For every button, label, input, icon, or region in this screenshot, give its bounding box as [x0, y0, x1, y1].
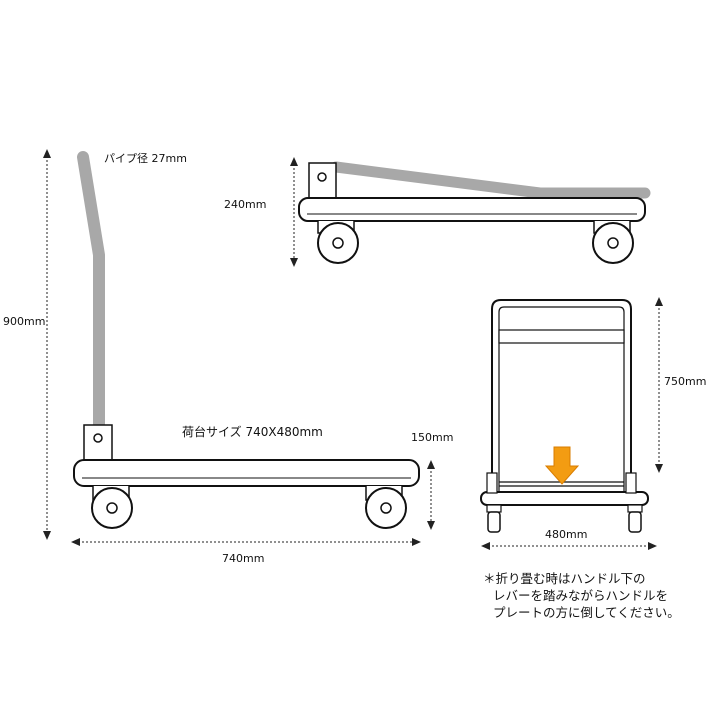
- deck-size-label: 荷台サイズ 740X480mm: [182, 424, 323, 439]
- dim-arrow-down: [655, 464, 663, 473]
- rear-width-label: 480mm: [545, 528, 587, 541]
- folded-bracket: [308, 162, 337, 199]
- rear-view: 750mm 480mm: [480, 297, 706, 550]
- rear-height-label: 750mm: [664, 375, 706, 388]
- pipe-diameter-label: パイプ径 27mm: [104, 152, 187, 165]
- folded-height-label: 240mm: [224, 198, 266, 211]
- dim-arrow-down: [43, 531, 51, 540]
- rear-right-wheel-mount: [627, 504, 643, 513]
- rear-left-bracket: [486, 472, 498, 494]
- dim-arrow-left: [481, 542, 490, 550]
- rear-handle-inner: [498, 306, 625, 497]
- rear-left-wheel-mount: [486, 504, 502, 513]
- rear-right-wheel: [628, 511, 642, 533]
- rear-left-wheel: [487, 511, 501, 533]
- dim-arrow-right: [648, 542, 657, 550]
- note-line-2: レバーを踏みながらハンドルを: [493, 588, 669, 603]
- rear-right-bracket: [625, 472, 637, 494]
- deck-height-label: 150mm: [411, 431, 453, 444]
- dim-arrow-down: [290, 258, 298, 267]
- folded-handle-pipe: [330, 161, 651, 199]
- rear-deck: [480, 491, 649, 506]
- folded-deck: [298, 197, 646, 222]
- overall-length-label: 740mm: [222, 552, 264, 565]
- dim-arrow-up: [43, 149, 51, 158]
- dim-arrow-down: [427, 521, 435, 530]
- dim-arrow-up: [427, 460, 435, 469]
- right-caster: [365, 486, 407, 529]
- folded-view: 240mm: [224, 157, 651, 267]
- dim-arrow-left: [71, 538, 80, 546]
- handle-pipe: [77, 151, 105, 431]
- note-line-1: ＊折り畳む時はハンドル下の: [483, 571, 646, 586]
- folded-right-caster: [592, 221, 634, 264]
- left-caster: [91, 486, 133, 529]
- note-line-3: プレートの方に倒してください。: [493, 605, 680, 620]
- rear-handle-frame: [491, 299, 632, 497]
- deck-platform: [73, 459, 420, 487]
- side-view: パイプ径 27mm 900mm 荷台サイズ 740X480mm 150mm 74…: [3, 149, 453, 565]
- fold-lever-arrow: [544, 446, 580, 485]
- folding-instruction-note: ＊折り畳む時はハンドル下の レバーを踏みながらハンドルを プレートの方に倒してく…: [483, 570, 708, 621]
- folded-bracket-bolt: [317, 172, 327, 182]
- dim-arrow-up: [655, 297, 663, 306]
- rear-crossbar: [498, 329, 625, 344]
- bracket-bolt: [93, 433, 103, 443]
- folded-left-caster: [317, 221, 359, 264]
- dim-arrow-up: [290, 157, 298, 166]
- total-height-label: 900mm: [3, 315, 45, 328]
- dim-arrow-right: [412, 538, 421, 546]
